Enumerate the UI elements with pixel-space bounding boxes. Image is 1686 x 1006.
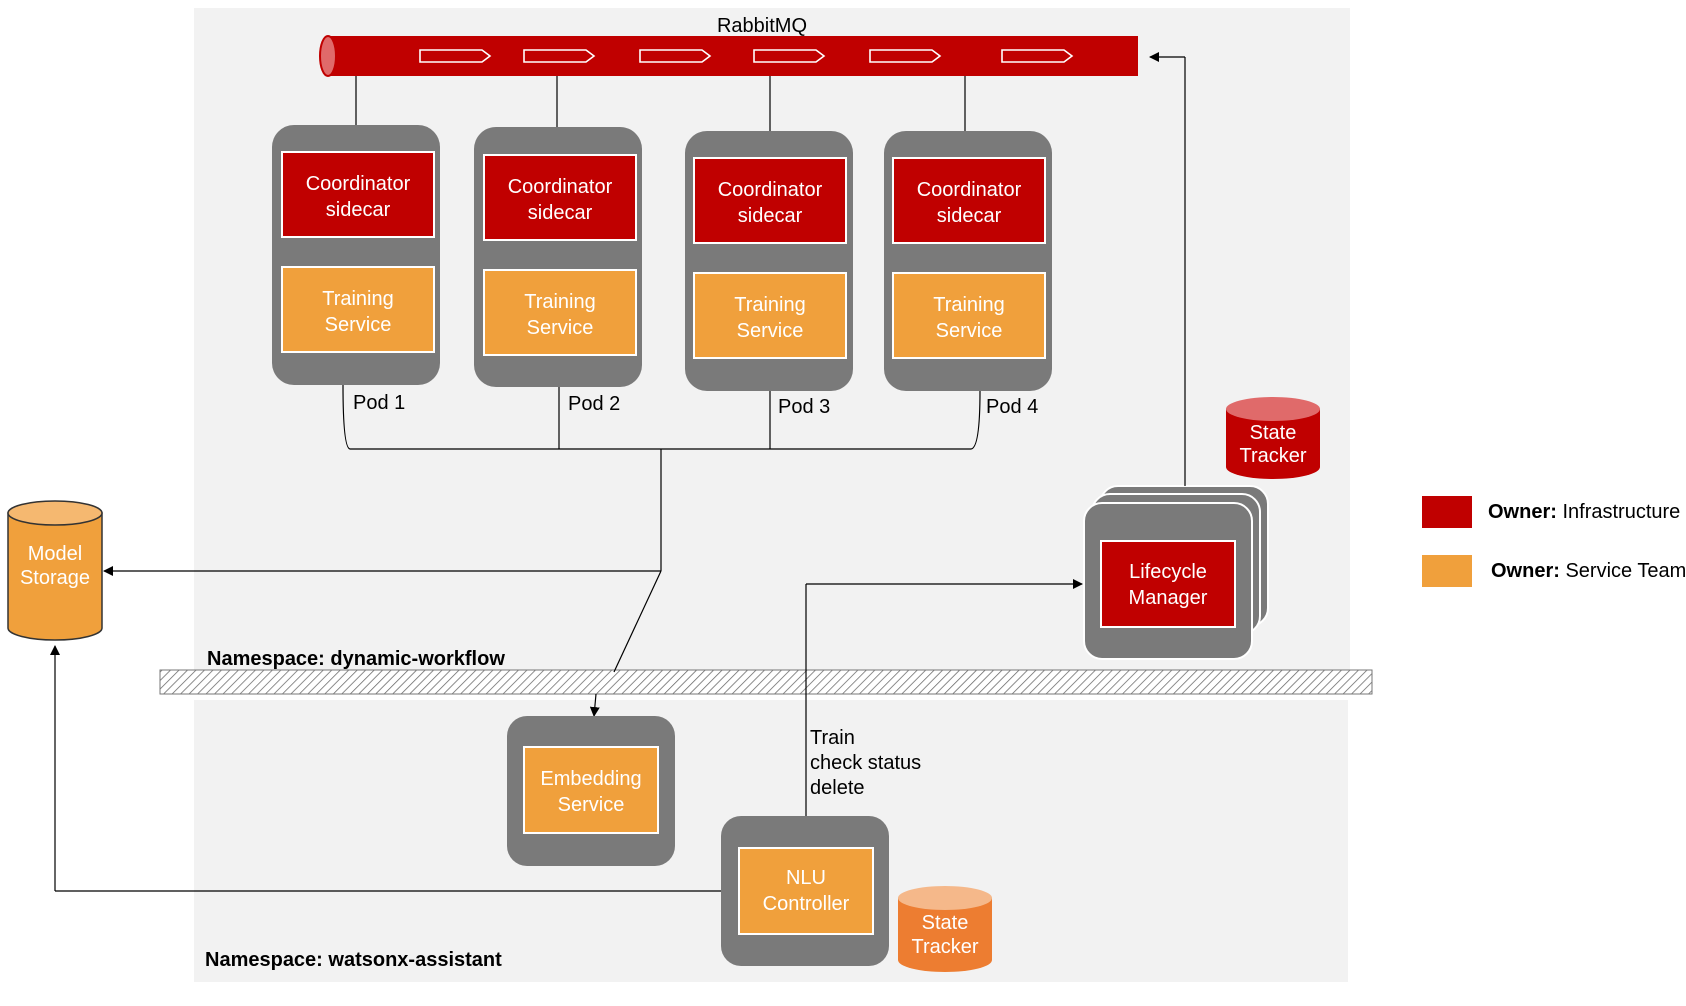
- coordinator-sidecar-4-line1: Coordinator: [917, 179, 1022, 201]
- legend-infrastructure-bold: Owner:: [1488, 501, 1557, 523]
- model-storage-line2: Storage: [20, 567, 90, 589]
- pod-4-label: Pod 4: [986, 396, 1038, 418]
- legend: Owner: Infrastructure Owner: Service Tea…: [1422, 496, 1686, 587]
- action-delete: delete: [810, 777, 865, 799]
- legend-infrastructure-text: Infrastructure: [1557, 501, 1680, 523]
- embedding-service-line1: Embedding: [540, 768, 641, 790]
- nlu-controller-line2: Controller: [763, 893, 850, 915]
- coordinator-sidecar-1-line1: Coordinator: [306, 173, 411, 195]
- coordinator-sidecar-4-line2: sidecar: [937, 205, 1002, 227]
- training-service-1-line2: Service: [325, 314, 392, 336]
- pod-3-label: Pod 3: [778, 396, 830, 418]
- state-tracker-top-line1: State: [1250, 422, 1297, 444]
- svg-text:Owner: Service Team: Owner: Service Team: [1491, 560, 1686, 582]
- training-service-2: [483, 269, 637, 356]
- state-tracker-top-line2: Tracker: [1239, 445, 1306, 467]
- pod-1-label: Pod 1: [353, 392, 405, 414]
- model-storage-line1: Model: [28, 543, 82, 565]
- namespace-dynamic-workflow-label: Namespace: dynamic-workflow: [207, 648, 505, 670]
- rabbitmq-queue: [319, 35, 1138, 77]
- training-service-2-line1: Training: [524, 291, 596, 313]
- coordinator-sidecar-3: [693, 157, 847, 244]
- training-service-4: [892, 272, 1046, 359]
- training-service-1-line1: Training: [322, 288, 394, 310]
- svg-text:Owner: Infrastructure: Owner: Infrastructure: [1488, 501, 1680, 523]
- svg-text:Train check status del: Train check status delete: [810, 727, 927, 799]
- controller-to-storage-arrow: [50, 645, 721, 892]
- nlu-controller-line1: NLU: [786, 867, 826, 889]
- lifecycle-manager-line1: Lifecycle: [1129, 561, 1207, 583]
- state-tracker-bottom-line1: State: [922, 912, 969, 934]
- coordinator-sidecar-4: [892, 157, 1046, 244]
- training-service-3-line1: Training: [734, 294, 806, 316]
- coordinator-sidecar-1: [281, 151, 435, 238]
- pod-2-label: Pod 2: [568, 393, 620, 415]
- legend-infrastructure-swatch: [1422, 496, 1472, 528]
- coordinator-sidecar-3-line2: sidecar: [738, 205, 803, 227]
- nlu-controller: NLU Controller: [721, 816, 889, 966]
- namespace-separator: [159, 669, 1373, 695]
- training-service-2-line2: Service: [527, 317, 594, 339]
- coordinator-sidecar-2-line1: Coordinator: [508, 176, 613, 198]
- training-service-3-line2: Service: [737, 320, 804, 342]
- action-train: Train: [810, 727, 855, 749]
- coordinator-sidecar-3-line1: Coordinator: [718, 179, 823, 201]
- rabbitmq-label: RabbitMQ: [717, 15, 807, 37]
- namespace-watsonx-assistant-label: Namespace: watsonx-assistant: [205, 949, 502, 971]
- legend-service-team-text: Service Team: [1560, 560, 1686, 582]
- training-service-3: [693, 272, 847, 359]
- coordinator-sidecar-1-line2: sidecar: [326, 199, 391, 221]
- coordinator-sidecar-2: [483, 154, 637, 241]
- training-service-1: [281, 266, 435, 353]
- lifecycle-to-queue-arrow: [1149, 52, 1186, 486]
- training-service-4-line2: Service: [936, 320, 1003, 342]
- legend-service-team-swatch: [1422, 555, 1472, 587]
- controller-to-lifecycle-arrow: [805, 579, 1083, 816]
- training-service-4-line1: Training: [933, 294, 1005, 316]
- lifecycle-manager-line2: Manager: [1129, 587, 1208, 609]
- pods-bracket-connector: [103, 384, 981, 717]
- action-check-status: check status: [810, 752, 921, 774]
- coordinator-sidecar-2-line2: sidecar: [528, 202, 593, 224]
- embedding-service-line2: Service: [558, 794, 625, 816]
- legend-service-team-bold: Owner:: [1491, 560, 1560, 582]
- state-tracker-bottom-line2: Tracker: [911, 936, 978, 958]
